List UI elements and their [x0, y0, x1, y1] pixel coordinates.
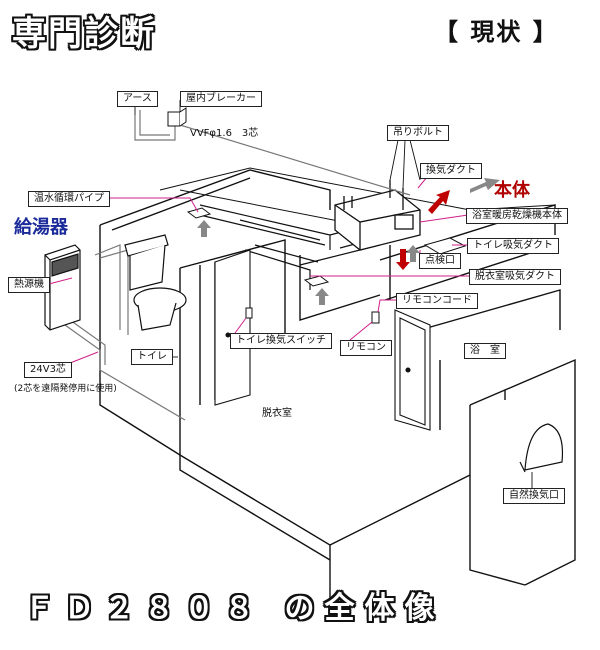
grey-arrow-toilet-icon	[197, 220, 211, 237]
label-wire-24v: 24V3芯	[24, 362, 72, 378]
bath-dryer-unit	[334, 180, 421, 251]
label-breaker: 屋内ブレーカー	[180, 91, 262, 107]
label-exhaust-duct: 換気ダクト	[420, 163, 482, 179]
label-wire-note: (2芯を遠隔発停用に使用)	[14, 384, 117, 394]
label-main-unit: 本体	[494, 180, 530, 201]
label-bath-dryer: 浴室暖房乾燥機本体	[466, 208, 568, 224]
doors	[214, 249, 431, 431]
page-title: 専門診断	[12, 14, 156, 54]
grey-arrow-exhaust-icon	[470, 178, 500, 193]
duct-outlets	[186, 207, 467, 287]
heat-source-unit	[44, 244, 81, 331]
label-water-heater: 給湯器	[14, 217, 68, 238]
toilet-fixture	[124, 234, 187, 331]
label-vvf: VVFφ1.6 3芯	[190, 128, 259, 139]
label-hanging-bolt: 吊りボルト	[387, 125, 449, 141]
breaker-box	[167, 107, 187, 127]
label-heat-source: 熱源機	[8, 277, 50, 293]
grey-arrow-bath-icon	[406, 245, 420, 262]
label-remote: リモコン	[340, 340, 392, 356]
label-natural-vent: 自然換気口	[503, 488, 565, 504]
label-dressing-duct: 脱衣室吸気ダクト	[469, 269, 561, 285]
label-remote-cord: リモコンコード	[396, 293, 478, 309]
flow-arrows	[197, 178, 500, 305]
red-arrow-main-icon	[428, 190, 450, 214]
label-toilet-room: トイレ	[131, 349, 173, 365]
footer-title: ＦＤ２８０８ の全体像	[24, 591, 445, 626]
label-toilet-duct: トイレ吸気ダクト	[467, 238, 559, 254]
grey-arrow-dressing-icon	[315, 288, 329, 305]
label-toilet-switch: トイレ換気スイッチ	[230, 333, 332, 349]
label-dressing-room: 脱衣室	[262, 408, 292, 419]
label-bathroom: 浴 室	[464, 343, 506, 359]
label-inspection-port: 点検口	[419, 253, 461, 269]
red-arrow-down-icon	[396, 249, 410, 270]
black-leaders	[134, 100, 533, 488]
switch-remote	[245, 307, 380, 324]
status-label: 【 現状 】	[434, 18, 559, 46]
natural-vent	[519, 423, 564, 473]
label-hot-water-pipe: 温水循環パイプ	[28, 191, 110, 207]
label-earth: アース	[117, 91, 158, 107]
